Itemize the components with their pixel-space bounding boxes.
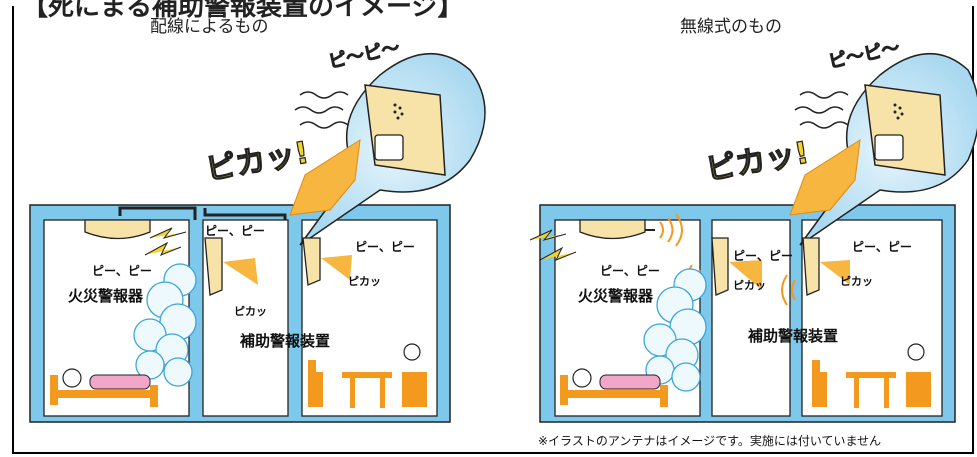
dining-left (308, 343, 427, 408)
smoke-detector-right (529, 213, 683, 261)
bed-left (50, 368, 158, 407)
smoke-cloud-right (643, 268, 707, 392)
footnote: ※イラストのアンテナはイメージです。実施には付いていません (538, 434, 882, 448)
smoke-detector-left (84, 219, 187, 256)
smoke-cloud-left (133, 263, 197, 387)
aux-alarm-label-left: 補助警報装置 (240, 332, 331, 350)
diagram-frame (12, 6, 974, 454)
sound-label-right-2: ピー、ピー (852, 240, 912, 254)
bubble-flash-left: ピカッ! (203, 135, 311, 187)
fire-alarm-label-right: 火災警報器 (578, 287, 654, 305)
bed-right (560, 368, 668, 407)
sound-label-right-3: ピー、ピー (600, 264, 660, 278)
sound-label-right-1: ピー、ピー (733, 249, 793, 263)
wired-house (29, 204, 451, 423)
fire-alarm-label-left: 火災警報器 (68, 287, 144, 305)
zoom-bubble-left (289, 52, 486, 246)
flash-label-right-2: ピカッ (840, 275, 873, 288)
aux-devices-left (204, 237, 352, 296)
page-title: 【死にまる補助警報装置のイメージ】 (22, 0, 464, 22)
panel-title-wired: 配線によるもの (150, 17, 269, 37)
flash-label-right-1: ピカッ (733, 279, 766, 292)
sound-label-left-2: ピー、ピー (355, 240, 415, 254)
zoom-bubble-right (789, 52, 977, 246)
sound-label-left-3: ピー、ピー (92, 264, 152, 278)
panel-title-wireless: 無線式のもの (680, 17, 782, 37)
flash-label-left-1: ピカッ (234, 305, 267, 318)
flash-label-left-2: ピカッ (348, 275, 381, 288)
bubble-flash-right: ピカッ! (703, 135, 811, 187)
aux-alarm-label-right: 補助警報装置 (748, 327, 839, 345)
aux-devices-right (686, 237, 850, 306)
dining-right (812, 343, 931, 408)
sound-label-left-1: ピー、ピー (205, 224, 265, 238)
